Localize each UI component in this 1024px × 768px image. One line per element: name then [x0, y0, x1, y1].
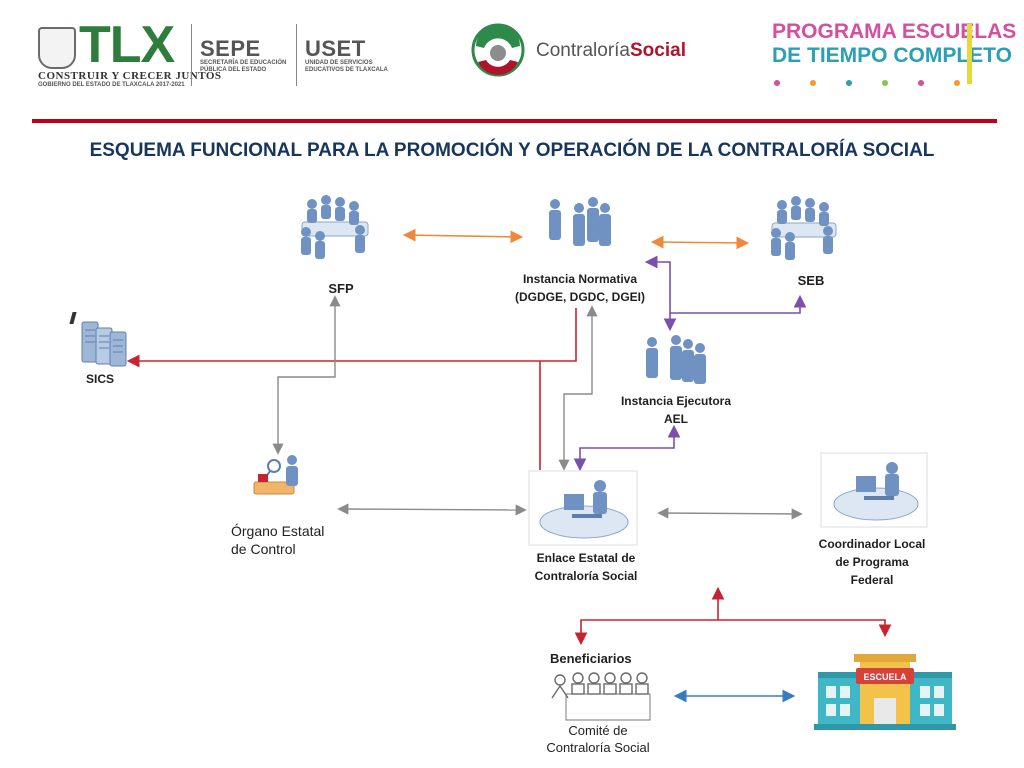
instancia-ejecutora-line2: AEL	[664, 412, 688, 426]
organo-estatal-line1: Órgano Estatal	[231, 523, 325, 539]
enlace-estatal-label: Enlace Estatal de Contraloría Social	[506, 549, 666, 585]
programa-dot	[774, 80, 780, 86]
arrow-ejecutora-enlace	[573, 424, 681, 472]
coordinador-local-label: Coordinador Local de Programa Federal	[792, 535, 952, 589]
instancia-normativa-label: Instancia Normativa (DGDGE, DGDC, DGEI)	[490, 270, 670, 306]
sfp-meeting-icon	[301, 195, 369, 259]
escuela-sign: ESCUELA	[863, 672, 907, 682]
programa-dot	[954, 80, 960, 86]
arrow-beneficiarios-escuela	[574, 619, 892, 646]
arrow-normativa-enlace	[558, 305, 598, 471]
instancia-normativa-line2: (DGDGE, DGDC, DGEI)	[514, 290, 645, 304]
programa-line1: PROGRAMA ESCUELAS	[772, 20, 1017, 43]
sfp-label: SFP	[328, 281, 354, 296]
arrow-to-sics	[126, 308, 577, 368]
sepe-sub2: PÚBLICA DEL ESTADO	[200, 67, 267, 73]
instancia-ejecutora-label: Instancia Ejecutora AEL	[596, 392, 756, 428]
programa-dot	[882, 80, 888, 86]
tlx-subline: GOBIERNO DEL ESTADO DE TLAXCALA 2017-202…	[38, 82, 185, 88]
sepe-logo: SEPE	[200, 36, 261, 61]
arrow-to-seb	[670, 294, 807, 314]
instancia-normativa-people-icon	[549, 197, 611, 246]
instancia-ejecutora-line1: Instancia Ejecutora	[620, 394, 732, 408]
organo-estatal-auditor-icon	[253, 455, 298, 495]
arrow-normativa-ejecutora	[644, 255, 677, 332]
sics-label: SICS	[85, 372, 114, 386]
beneficiarios-label: Beneficiarios	[550, 651, 632, 666]
uset-logo: USET	[305, 36, 366, 61]
contraloria-social-logo-text: ContraloríaSocial	[536, 40, 686, 61]
programa-accent-bar	[967, 24, 972, 84]
coordinador-local-line1: Coordinador Local	[818, 537, 926, 551]
enlace-estatal-line2: Contraloría Social	[534, 569, 638, 583]
enlace-estatal-line1: Enlace Estatal de	[536, 551, 636, 565]
comite-line1: Comité de	[568, 723, 628, 738]
programa-escuelas-logo: PROGRAMA ESCUELAS DE TIEMPO COMPLETO	[772, 20, 1016, 68]
programa-dot	[810, 80, 816, 86]
organo-estatal-label: Órgano Estatal de Control	[231, 522, 324, 558]
arrow-normativa-seb	[650, 235, 750, 250]
organo-estatal-line2: de Control	[231, 541, 296, 557]
comite-line2: Contraloría Social	[546, 740, 650, 755]
uset-sub2: EDUCATIVOS DE TLAXCALA	[305, 67, 388, 73]
instancia-normativa-line1: Instancia Normativa	[522, 272, 638, 286]
escuela-building-icon	[814, 654, 956, 730]
contraloria-social-emblem-icon	[471, 23, 525, 77]
coordinador-local-workstation-icon	[820, 452, 928, 528]
arrow-enlace-coordinador	[657, 507, 803, 520]
seb-label: SEB	[797, 273, 825, 288]
seb-meeting-icon	[771, 196, 837, 260]
logo-divider	[296, 24, 297, 86]
programa-line2: DE TIEMPO COMPLETO	[772, 44, 1012, 67]
instancia-ejecutora-people-icon	[646, 335, 706, 384]
tlx-motto: CONSTRUIR Y CRECER JUNTOS	[38, 70, 222, 82]
arrow-sfp-normativa	[402, 228, 524, 244]
programa-dot	[918, 80, 924, 86]
uset-sub1: UNIDAD DE SERVICIOS	[305, 60, 373, 66]
arrow-organo-enlace	[337, 503, 527, 516]
logo-divider	[191, 24, 192, 86]
arrow-sfp-organo	[272, 295, 341, 455]
enlace-estatal-workstation-icon	[528, 470, 638, 546]
sepe-sub1: SECRETARÍA DE EDUCACIÓN	[200, 60, 287, 66]
comite-label: Comité de Contraloría Social	[538, 722, 658, 756]
page-title: ESQUEMA FUNCIONAL PARA LA PROMOCIÓN Y OP…	[89, 140, 935, 161]
header-divider	[32, 119, 997, 123]
coordinador-local-line3: Federal	[850, 573, 894, 587]
comite-group-icon	[551, 672, 651, 721]
programa-dot	[846, 80, 852, 86]
sics-server-icon	[81, 321, 127, 367]
tlx-logo: TLX	[79, 16, 175, 74]
coordinador-local-line2: de Programa	[835, 555, 909, 569]
tlaxcala-crest-icon	[38, 27, 76, 69]
